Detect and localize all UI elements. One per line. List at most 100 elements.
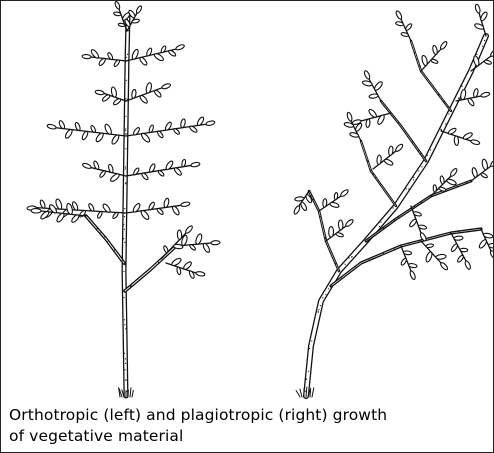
leaf [202,242,211,253]
leaf [433,185,437,192]
leaf [440,262,449,271]
bark-mark [368,161,369,162]
grass-blade [130,388,131,397]
bark-mark [418,240,419,241]
leaf [196,271,206,277]
bark-mark [430,238,431,239]
bark-mark [448,106,449,107]
bark-mark [340,279,341,280]
leaf [479,11,488,22]
leaf [340,189,349,198]
leaf [349,132,359,138]
leaf [484,59,492,65]
leaf [55,198,63,210]
leaf [171,205,180,216]
bark-mark [125,166,126,167]
bark-mark [124,297,125,298]
bark-mark [484,40,485,41]
leaf [177,230,182,240]
leaf [71,214,80,224]
bark-mark [420,153,421,154]
leaf [182,261,192,271]
bark-mark [414,206,415,207]
bark-mark [125,128,126,129]
bark-mark [124,216,125,217]
leaf [163,245,169,253]
bark-mark [126,133,127,134]
bark-mark [125,130,126,131]
bark-mark [309,348,310,349]
bark-mark [398,122,399,123]
bark-mark [123,238,124,239]
leaf [113,98,122,106]
leaf [460,248,468,252]
bark-mark [444,103,445,104]
leaf [82,54,91,59]
bark-mark [420,202,421,203]
leaf [438,186,446,191]
bark-mark [394,249,395,250]
leaf [334,192,338,200]
bark-mark [318,311,319,312]
leaf [346,112,353,122]
botanical-illustration [1,1,493,401]
bark-mark [405,131,406,132]
leaf [388,146,393,156]
leaf [135,5,142,14]
bark-mark [124,353,125,354]
bark-mark [462,86,463,87]
leaf [157,130,164,138]
bark-mark [320,216,321,217]
bark-mark [394,219,395,220]
bark-mark [383,253,384,254]
bark-mark [406,188,407,189]
trunk [306,36,486,396]
leaf [153,89,162,98]
plagiotropic-tree [293,4,493,397]
leaf [56,212,66,223]
bark-mark [125,182,126,183]
leaf [168,49,177,57]
bark-mark [125,363,126,364]
bark-mark [438,94,439,95]
bark-mark [122,260,123,261]
leaf [99,170,106,178]
bark-mark [123,271,124,272]
bark-mark [412,142,413,143]
bark-mark [368,239,369,240]
leaf [489,250,493,260]
bark-mark [306,379,307,380]
leaf [95,90,105,96]
bark-mark [413,177,414,178]
leaf [139,56,148,66]
bark-mark [452,231,453,232]
bark-mark [408,188,409,189]
leaf [82,162,92,169]
leaf [462,132,473,141]
grass-blade [300,389,302,397]
bark-mark [394,116,395,117]
bark-mark [355,267,356,268]
leaf [97,211,103,219]
leaf [323,199,327,208]
bark-mark [372,258,373,259]
leaf [447,127,456,135]
leaf [400,258,407,266]
bark-mark [418,170,419,171]
bark-mark [318,309,319,310]
bark-mark [409,243,410,244]
leaf [173,244,183,249]
leaf [140,132,151,143]
leaf [211,240,220,245]
leaf [345,219,354,228]
leaf [425,251,433,263]
leaf [173,167,182,176]
grass-blade [310,388,311,397]
bark-mark [125,369,126,370]
bark-mark [414,52,415,53]
leaf [439,41,448,51]
orthotropic-tree [27,1,220,397]
leaf [157,170,164,177]
bark-mark [482,46,483,47]
bark-mark [114,250,115,251]
